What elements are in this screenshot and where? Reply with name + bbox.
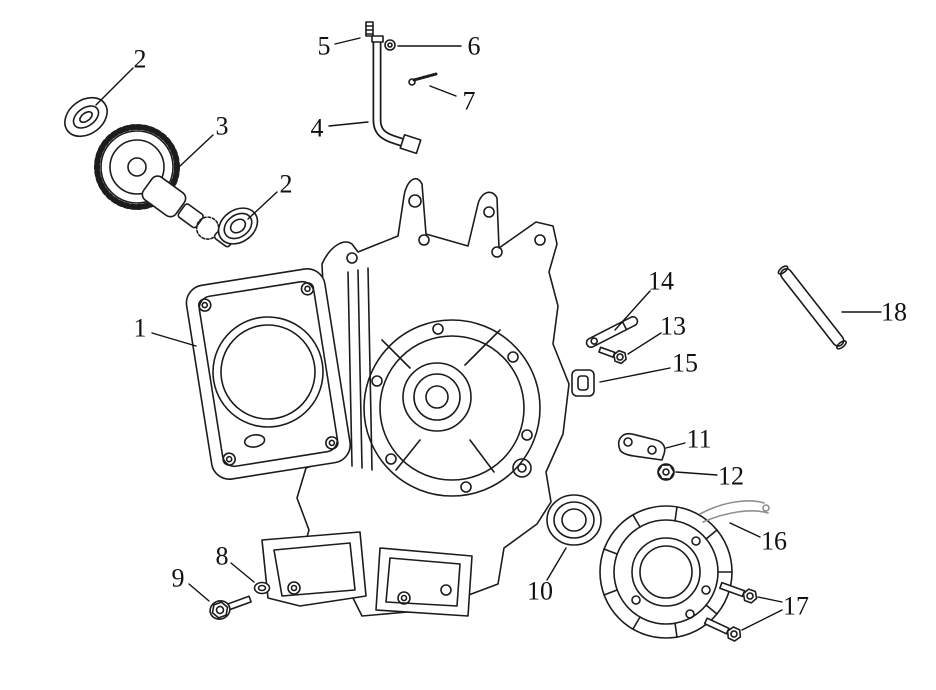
cam-gear-crankshaft-drawing xyxy=(94,124,233,248)
part-6-nut-label: 6 xyxy=(468,32,481,61)
pin-14-drawing xyxy=(585,316,639,348)
part-17-bolts-leader xyxy=(741,609,783,631)
crankcase-body-drawing xyxy=(261,178,570,617)
breather-tube-drawing xyxy=(365,21,438,155)
part-2-bearing-label: 2 xyxy=(280,170,293,199)
oil-seal-left-drawing xyxy=(64,96,108,138)
part-2-seal-label: 2 xyxy=(134,45,147,74)
part-9-bolt-label: 9 xyxy=(172,564,185,593)
part-14-pin-leader xyxy=(614,290,651,331)
gear-teeth-ring xyxy=(94,124,180,210)
part-15-clip-leader xyxy=(599,367,671,383)
part-10-seal-leader xyxy=(546,547,567,581)
screw-7-drawing xyxy=(408,72,438,86)
bolt-17a-drawing xyxy=(719,581,758,604)
oil-seal-10-drawing xyxy=(546,494,602,546)
part-10-seal-label: 10 xyxy=(527,577,553,606)
bracket-hole xyxy=(408,194,422,208)
part-9-bolt-leader xyxy=(188,583,210,602)
part-16-stator-label: 16 xyxy=(761,527,787,556)
stator-drawing xyxy=(599,505,733,639)
part-13-bolt-leader xyxy=(627,332,662,355)
part-1-case-leader xyxy=(151,332,197,347)
part-12-bolt-leader xyxy=(675,471,718,476)
part-7-screw-leader xyxy=(429,85,457,97)
part-2-bearing-leader xyxy=(247,191,278,220)
part-4-tube-leader xyxy=(328,121,369,127)
bolt-13-drawing xyxy=(598,346,627,365)
stud-5-drawing xyxy=(365,21,374,37)
part-3-crank-leader xyxy=(179,134,214,167)
part-15-clip-label: 15 xyxy=(672,349,698,378)
part-8-washer-leader xyxy=(230,562,255,583)
part-4-tube-label: 4 xyxy=(311,114,324,143)
part-16-stator-leader xyxy=(729,522,761,538)
part-2-seal-leader xyxy=(95,67,134,106)
part-13-bolt-label: 13 xyxy=(660,312,686,341)
part-17-bolts-leader xyxy=(757,596,783,603)
flywheel-recess-outer xyxy=(363,319,541,497)
cylinder-flange-drawing xyxy=(185,268,351,480)
part-3-crank-label: 3 xyxy=(216,112,229,141)
bolt-17b-drawing xyxy=(703,617,742,642)
bearing-drawing xyxy=(217,207,259,245)
bolt-12-drawing xyxy=(657,463,675,481)
mounting-foot-right xyxy=(375,547,473,617)
bolt-9-drawing xyxy=(209,595,252,620)
stator-wires-drawing xyxy=(699,500,770,523)
nut-6-drawing xyxy=(384,39,396,51)
flywheel-recess-inner xyxy=(379,335,525,481)
bracket-11-drawing xyxy=(617,432,666,461)
bracket-hole-2 xyxy=(483,206,495,218)
part-5-stud-label: 5 xyxy=(318,32,331,61)
part-1-case-label: 1 xyxy=(134,314,147,343)
part-17-bolts-label: 17 xyxy=(783,592,809,621)
part-11-bracket-label: 11 xyxy=(686,425,711,454)
part-11-bracket-leader xyxy=(665,442,686,449)
rod-18-drawing xyxy=(777,265,847,350)
part-8-washer-label: 8 xyxy=(216,542,229,571)
washer-8-drawing xyxy=(253,581,271,595)
part-12-bolt-label: 12 xyxy=(718,462,744,491)
clip-15-drawing xyxy=(571,369,595,397)
part-18-rod-label: 18 xyxy=(881,298,907,327)
part-5-stud-leader xyxy=(334,37,361,45)
crank-boss xyxy=(402,362,472,432)
mounting-foot-left xyxy=(261,531,367,607)
part-14-pin-label: 14 xyxy=(648,267,674,296)
part-7-screw-label: 7 xyxy=(463,87,476,116)
